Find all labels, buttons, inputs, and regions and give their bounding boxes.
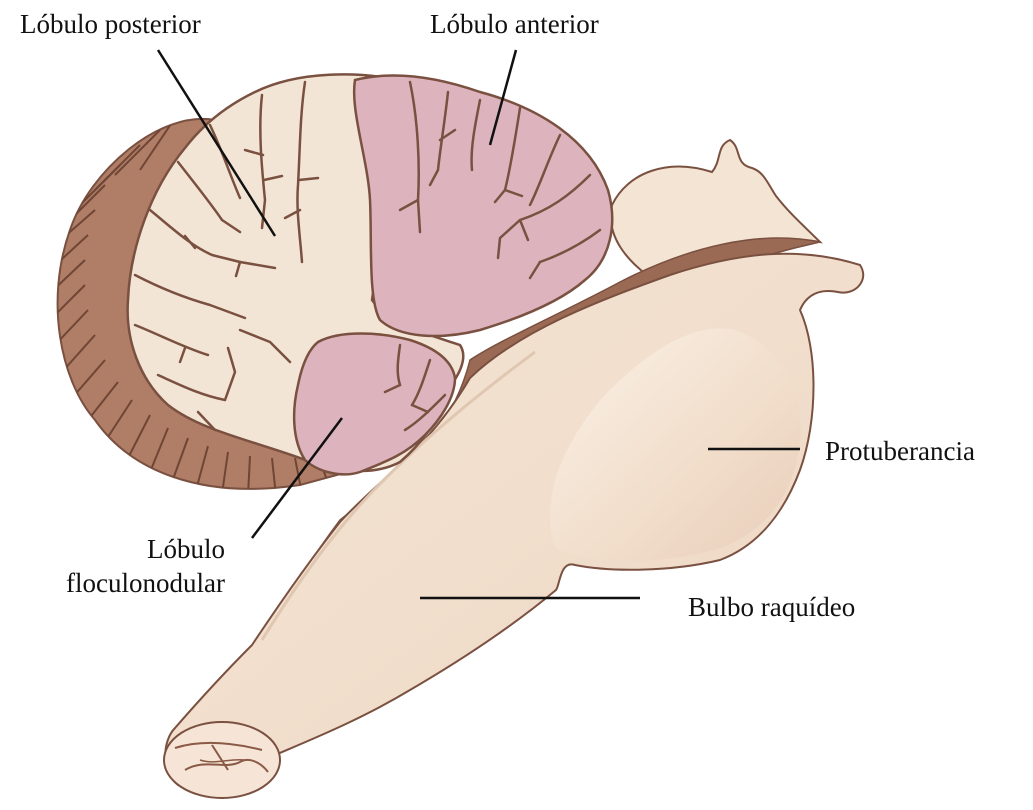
label-flocculonodular-line1: Lóbulo bbox=[147, 534, 225, 564]
medulla-cut-end bbox=[164, 722, 280, 798]
anterior-lobe bbox=[354, 76, 612, 336]
label-posterior-lobe: Lóbulo posterior bbox=[20, 9, 201, 39]
label-pons: Protuberancia bbox=[825, 436, 975, 466]
label-flocculonodular-line2: floculonodular bbox=[66, 568, 225, 598]
label-anterior-lobe: Lóbulo anterior bbox=[430, 9, 599, 39]
label-medulla: Bulbo raquídeo bbox=[688, 592, 855, 622]
